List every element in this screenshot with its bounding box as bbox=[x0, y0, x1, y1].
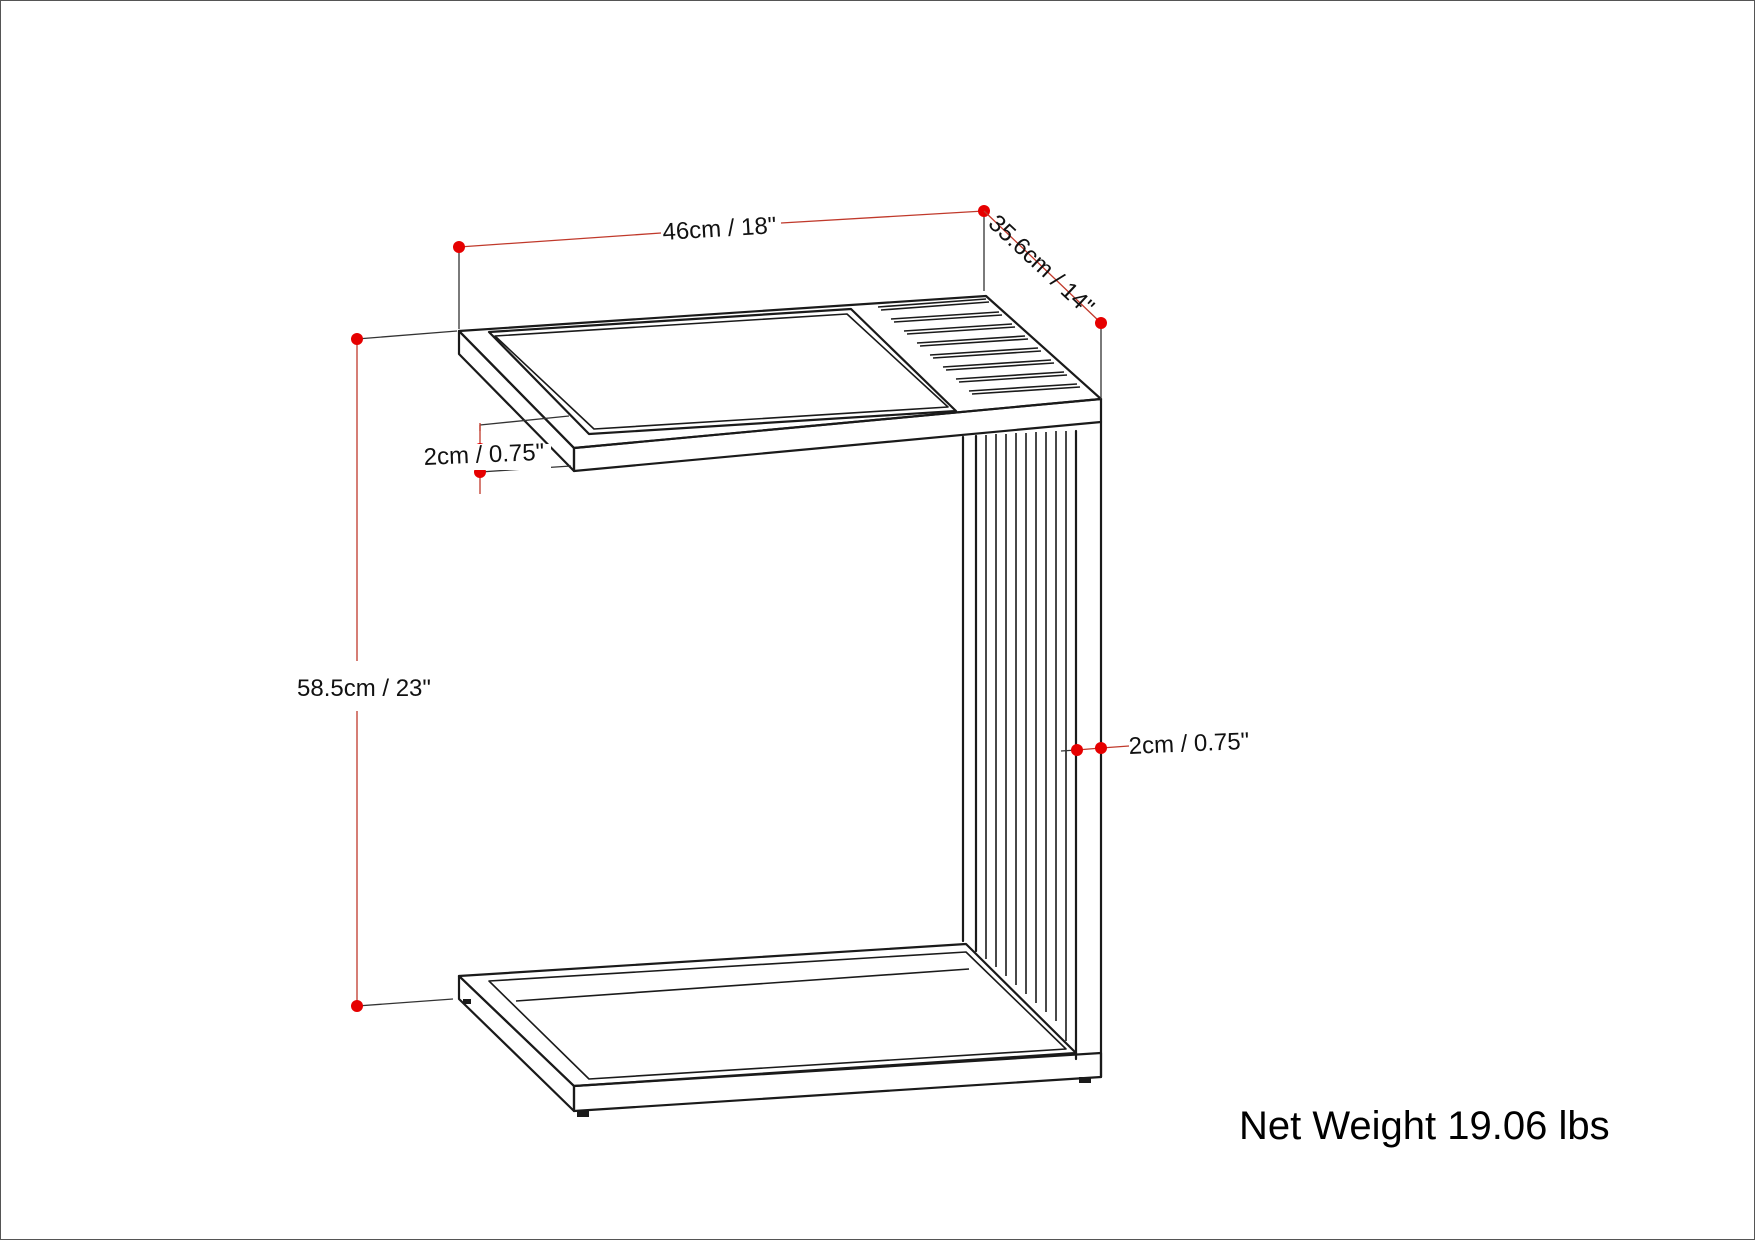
depth-dimension: 35.6cm / 14" bbox=[983, 210, 1107, 399]
dimension-point bbox=[1095, 317, 1107, 329]
side-thickness-label: 2cm / 0.75" bbox=[1128, 728, 1250, 760]
base-left-edge bbox=[457, 974, 576, 1113]
table-top-left-edge bbox=[457, 329, 576, 473]
height-label: 58.5cm / 23" bbox=[297, 675, 431, 702]
dimension-point bbox=[351, 1000, 363, 1012]
table-top-slats bbox=[877, 298, 1081, 395]
table-base bbox=[457, 942, 1103, 1117]
top-thickness-dimension: 2cm / 0.75" bbox=[421, 415, 572, 494]
foot bbox=[577, 1111, 589, 1117]
side-panel bbox=[961, 420, 1103, 1079]
table-top-inset-panel-inner bbox=[494, 313, 949, 430]
base-front-edge bbox=[572, 1051, 1103, 1113]
foot bbox=[1079, 1077, 1091, 1083]
table-top bbox=[457, 294, 1103, 473]
side-thickness-dimension: 2cm / 0.75" bbox=[1060, 728, 1250, 760]
foot bbox=[463, 999, 471, 1004]
base-frame-rail bbox=[515, 968, 970, 1002]
top-thickness-label: 2cm / 0.75" bbox=[423, 439, 545, 471]
table-top-front-edge bbox=[572, 397, 1103, 473]
net-weight-label: Net Weight 19.06 lbs bbox=[1239, 1104, 1610, 1148]
dimension-point bbox=[351, 333, 363, 345]
depth-label: 35.6cm / 14" bbox=[983, 210, 1099, 321]
dimension-point bbox=[453, 241, 465, 253]
dimension-point bbox=[1095, 742, 1107, 754]
side-panel-slats bbox=[985, 431, 1067, 1041]
dimension-point bbox=[1071, 744, 1083, 756]
width-dimension: 46cm / 18" bbox=[453, 205, 990, 329]
table-top-inset-panel bbox=[487, 307, 958, 436]
height-dimension: 58.5cm / 23" bbox=[297, 330, 458, 1012]
width-label: 46cm / 18" bbox=[662, 212, 777, 246]
base-frame-inner bbox=[488, 951, 1067, 1080]
